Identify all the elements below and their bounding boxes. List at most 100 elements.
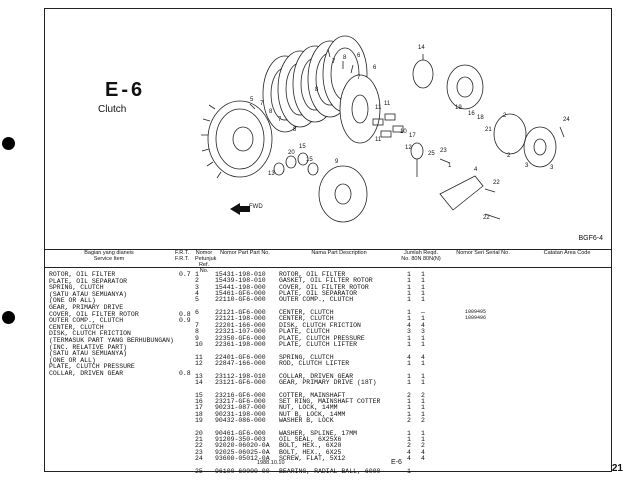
binder-hole	[2, 311, 15, 324]
ref-number: 16	[195, 398, 203, 405]
part-name: OUTER COMP., CLUTCH	[279, 296, 354, 304]
qty-b: 1	[421, 359, 425, 367]
qty-a: 1	[407, 277, 411, 285]
part-number: 22847-166-000	[215, 359, 266, 367]
ref-number: 10	[195, 340, 203, 348]
part-name: BEARING, RADIAL BALL, 6000	[279, 467, 381, 475]
service-item-text: GEAR, PRIMARY DRIVE	[49, 304, 124, 311]
qty-b: 1	[421, 277, 425, 285]
service-item-row: DISK, CLUTCH FRICTION	[49, 330, 131, 337]
header-area-code: Catatan Area Code	[543, 250, 591, 256]
part-number: 22201-166-000	[215, 321, 266, 329]
part-name: NUT, LOCK, 14MM	[279, 404, 338, 412]
parts-catalog-page: E-6 Clutch BGF6-4	[44, 8, 612, 475]
qty-a: 1	[407, 309, 411, 317]
qty-a: 2	[407, 442, 411, 450]
header-serial-no: Nomor Seri Serial No.	[456, 250, 510, 256]
ref-number: 7	[195, 321, 199, 329]
ref-number: 6	[195, 309, 199, 317]
qty-b: 1	[421, 290, 425, 298]
svg-text:8: 8	[315, 87, 319, 93]
svg-text:6: 6	[357, 53, 361, 59]
service-item-text: PLATE, CLUTCH PRESSURE	[49, 363, 135, 371]
qty-a: 1	[407, 296, 411, 304]
service-item-frt: 0.8	[179, 310, 191, 318]
service-item-text: (TERMASUK PART YANG BERHUBUNGAN)	[49, 337, 174, 344]
part-number: 15441-198-000	[215, 283, 266, 291]
part-number: 90231-087-000	[215, 404, 266, 412]
service-item-row: PLATE, OIL SEPARATOR	[49, 278, 127, 285]
svg-text:2: 2	[503, 113, 507, 119]
svg-text:9: 9	[335, 159, 339, 165]
svg-text:8: 8	[293, 127, 297, 133]
qty-a: 2	[407, 417, 411, 425]
ref-number: 11	[195, 353, 203, 361]
qty-a: 1	[407, 340, 411, 348]
service-item-row: (ONE OR ALL)	[49, 357, 96, 364]
service-item-row: ROTOR, OIL FILTER	[49, 271, 115, 278]
ref-number: 21	[195, 436, 203, 444]
qty-b: 1	[421, 372, 425, 380]
qty-b: 4	[421, 448, 425, 456]
part-name: WASHER B, LOCK	[279, 417, 334, 425]
part-number: 90432-086-000	[215, 417, 266, 425]
qty-a: 1	[407, 467, 411, 475]
svg-text:7: 7	[260, 101, 264, 107]
part-number: 15439-198-010	[215, 277, 266, 285]
header-ref-no: Nomor Petunjuk Ref. No.	[195, 250, 217, 274]
part-number: 22361-198-000	[215, 340, 266, 348]
svg-text:7: 7	[357, 75, 361, 81]
qty-a: 1	[407, 315, 411, 323]
qty-b: 1	[421, 398, 425, 405]
qty-b: 2	[421, 442, 425, 450]
service-item-frt: 0.8	[179, 370, 191, 377]
service-item-text: COLLAR, DRIVEN GEAR	[49, 370, 124, 377]
ref-number: 9	[195, 334, 199, 342]
service-item-row: (ONE OR ALL)	[49, 297, 96, 304]
part-number: 90231-198-000	[215, 410, 266, 418]
qty-a: 3	[407, 328, 411, 336]
header-qty: Jumlah Reqd. No. 80N 80N(N)	[401, 250, 441, 262]
section-name: Clutch	[98, 104, 127, 115]
ref-number: 4	[195, 290, 199, 298]
part-name: CENTER, CLUTCH	[279, 309, 334, 317]
qty-a: 1	[407, 359, 411, 367]
qty-a: 1	[407, 378, 411, 386]
header-part-no: Nomor Part Part No.	[220, 250, 270, 256]
service-item-row: (SATU ATAU SEMUANYA)	[49, 291, 127, 298]
ref-number: 23	[195, 448, 203, 456]
qty-b: 1	[421, 436, 425, 444]
part-number: 23216-GF6-000	[215, 391, 266, 399]
part-name: COTTER, MAINSHAFT	[279, 391, 346, 399]
part-number: 22110-GF6-000	[215, 296, 266, 304]
part-name: NUT B, LOCK, 14MM	[279, 410, 346, 418]
service-item-text: (SATU ATAU SEMUANYA)	[49, 350, 128, 358]
qty-a: 4	[407, 353, 411, 361]
part-name: SCREW, FLAT, 5X12	[279, 455, 346, 463]
service-item-row: SPRING, CLUTCH	[49, 284, 104, 291]
ref-number: 20	[195, 429, 203, 437]
ref-number: 25	[195, 467, 203, 475]
part-name: BOLT, HEX., 6X20	[279, 442, 342, 450]
svg-text:12: 12	[405, 145, 412, 151]
svg-text:11: 11	[384, 101, 391, 107]
diagram-ref-code: BGF6-4	[578, 235, 603, 242]
binder-hole	[2, 137, 15, 150]
qty-a: 1	[407, 404, 411, 412]
service-item-row: (INC. RELATIVE PART)	[49, 344, 127, 351]
footer-date: 1988.10.10	[257, 460, 285, 466]
part-name: GASKET, OIL FILTER ROTOR	[279, 277, 373, 285]
svg-text:4: 4	[474, 167, 478, 173]
header-description: Nama Part Description	[311, 250, 367, 256]
part-name: PLATE, OIL SEPARATOR	[279, 290, 358, 298]
qty-a: 4	[407, 455, 411, 463]
svg-text:22: 22	[483, 215, 490, 221]
qty-b: 4	[421, 455, 425, 463]
ref-number: 22	[195, 442, 203, 450]
serial-number: 1009496	[465, 315, 487, 322]
exploded-clutch-diagram: 5 7 8 7 8 7 8 6 7 6 8 11 11 11 10 17 12 …	[201, 35, 570, 223]
ref-number: 3	[195, 283, 199, 291]
part-number: 22121-GF6-000	[215, 309, 266, 317]
part-number: 92020-06020-0A	[215, 442, 270, 450]
svg-text:18: 18	[477, 115, 484, 121]
